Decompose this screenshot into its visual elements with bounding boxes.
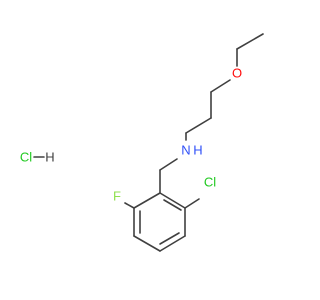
amine-hydrogen-label: H	[193, 143, 202, 158]
chlorine-atom-label: Cl	[204, 175, 216, 190]
ring-bond-c6-c1	[133, 192, 161, 209]
oxygen-atom-label: O	[232, 66, 242, 81]
ring-bond-c1-c2	[159, 192, 186, 209]
salt-chlorine-label: Cl	[20, 150, 32, 165]
ring-bond-c4-c5	[133, 235, 161, 252]
bond-oxygen-c3	[210, 79, 231, 93]
ring-double-bond-inner-2	[159, 232, 180, 245]
nitrogen-atom-label: N	[181, 143, 190, 158]
bond-ring-chlorine	[184, 198, 200, 209]
ring-double-bond-inner-1	[163, 199, 182, 211]
bond-nitrogen-ch2	[159, 158, 178, 171]
fluorine-atom-label: F	[113, 189, 121, 204]
ring-bond-c3-c4	[159, 235, 186, 252]
bond-c4-c5	[185, 117, 212, 134]
bond-ethyl-c1-c2	[236, 33, 264, 50]
salt-hydrogen-label: H	[45, 150, 54, 165]
bond-ring-fluorine	[124, 202, 135, 209]
molecule-structure-drawing: O N H Cl F Cl H	[20, 33, 264, 252]
